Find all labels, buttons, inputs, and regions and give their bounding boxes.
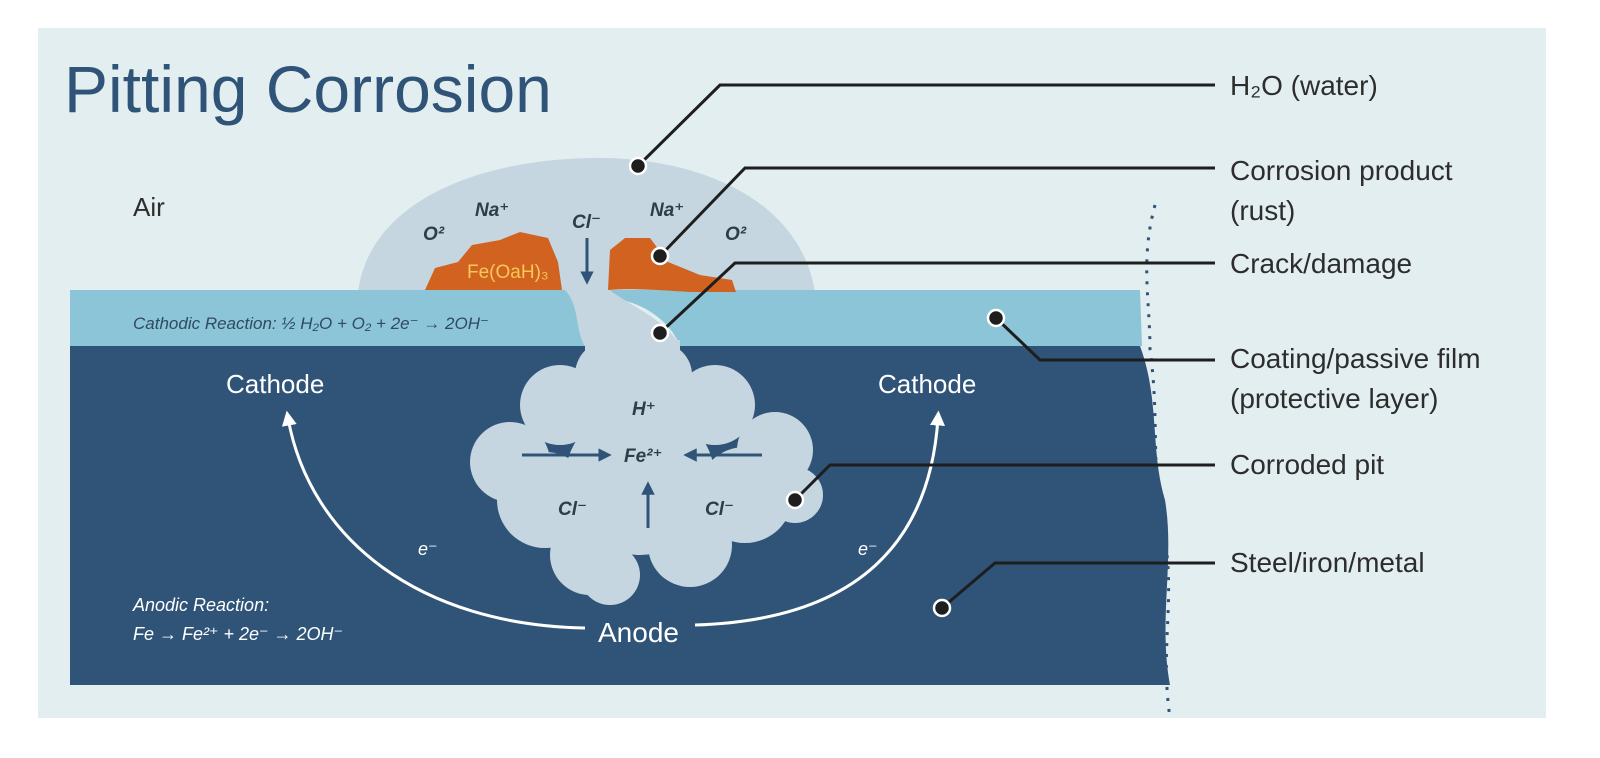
cathode-left: Cathode xyxy=(226,369,324,399)
o2-left: O² xyxy=(423,224,445,245)
rust-formula: Fe(OaH)₃ xyxy=(467,262,549,283)
cathodic-reaction: Cathodic Reaction: ½ H₂O + O₂ + 2e⁻ → 2O… xyxy=(133,314,489,333)
label-metal: Steel/iron/metal xyxy=(1230,547,1425,578)
fe2-ion: Fe²⁺ xyxy=(624,446,663,467)
cl-right: Cl⁻ xyxy=(705,499,734,520)
electron-arrow-left xyxy=(281,410,586,630)
coating-layer xyxy=(70,290,585,346)
leader-lines xyxy=(628,83,1215,618)
cathode-right: Cathode xyxy=(878,369,976,399)
label-protective-layer: (protective layer) xyxy=(1230,383,1439,414)
break-edge xyxy=(1145,204,1172,719)
corroded-pit xyxy=(470,290,823,605)
anodic-reaction-title: Anodic Reaction: xyxy=(132,595,269,615)
o2-right: O² xyxy=(725,224,747,245)
na-left: Na⁺ xyxy=(475,200,509,221)
label-water: H₂O (water) xyxy=(1230,70,1378,101)
label-crack: Crack/damage xyxy=(1230,248,1412,279)
rust-left xyxy=(425,232,562,290)
cl-top: Cl⁻ xyxy=(572,212,601,233)
cl-left: Cl⁻ xyxy=(558,499,587,520)
coating-layer-right xyxy=(608,290,1142,346)
h-plus: H⁺ xyxy=(632,399,656,420)
anode-label: Anode xyxy=(598,617,679,648)
page-title: Pitting Corrosion xyxy=(64,52,552,126)
anodic-reaction-formula: Fe → Fe²⁺ + 2e⁻ → 2OH⁻ xyxy=(133,624,343,644)
rust-right xyxy=(608,238,736,292)
electron-right: e⁻ xyxy=(858,539,878,559)
label-corrosion-product: Corrosion product xyxy=(1230,155,1453,186)
na-right: Na⁺ xyxy=(650,200,684,221)
electron-left: e⁻ xyxy=(418,539,438,559)
label-rust: (rust) xyxy=(1230,195,1295,226)
label-coating: Coating/passive film xyxy=(1230,343,1481,374)
label-pit: Corroded pit xyxy=(1230,449,1384,480)
air-label: Air xyxy=(133,192,165,222)
